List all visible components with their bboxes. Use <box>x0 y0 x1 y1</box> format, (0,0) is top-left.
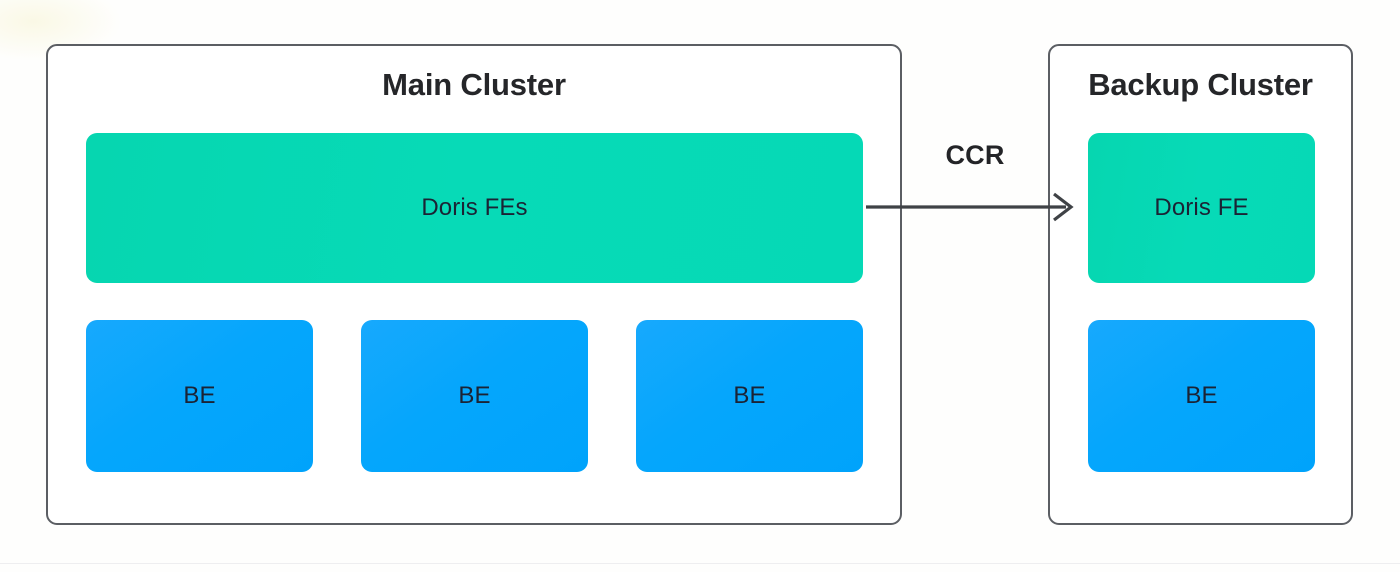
backup-cluster-fe-node[interactable]: Doris FE <box>1088 133 1315 283</box>
ccr-label: CCR <box>945 140 1005 170</box>
main-cluster-fe-label: Doris FEs <box>421 194 528 221</box>
main-cluster-fe-node[interactable]: Doris FEs <box>86 133 863 283</box>
backup-cluster-title: Backup Cluster <box>1088 67 1313 102</box>
main-cluster-be-label-1: BE <box>183 382 216 409</box>
main-cluster-be-node-2[interactable]: BE <box>361 320 588 472</box>
main-cluster-be-label-2: BE <box>458 382 491 409</box>
main-cluster-be-node-1[interactable]: BE <box>86 320 313 472</box>
main-cluster-be-label-3: BE <box>733 382 766 409</box>
main-cluster-be-node-3[interactable]: BE <box>636 320 863 472</box>
backup-cluster-fe-label: Doris FE <box>1154 194 1249 221</box>
ccr-connector-group: CCR <box>860 140 1085 230</box>
backup-cluster-be-label-1: BE <box>1185 382 1218 409</box>
page-bottom-divider <box>0 563 1400 564</box>
backup-cluster-frame[interactable]: Backup Cluster Doris FE BE <box>1048 44 1353 525</box>
main-cluster-frame[interactable]: Main Cluster Doris FEs BE BE BE <box>46 44 902 525</box>
ccr-arrow-icon <box>866 192 1074 222</box>
main-cluster-title: Main Cluster <box>382 67 566 102</box>
backup-cluster-be-node-1[interactable]: BE <box>1088 320 1315 472</box>
